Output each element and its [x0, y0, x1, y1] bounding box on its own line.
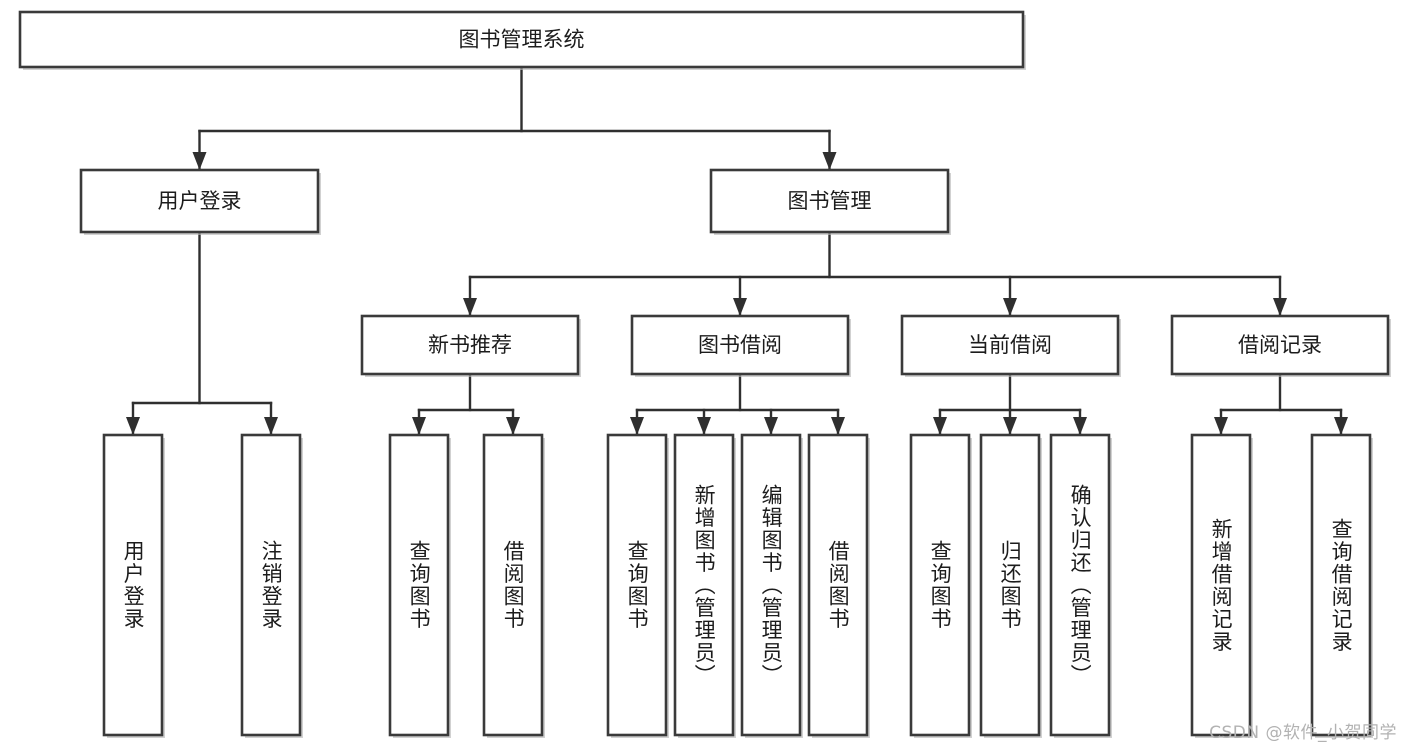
- arrow-head-icon: [733, 298, 747, 316]
- node-level3-label-2: 当前借阅: [968, 333, 1052, 357]
- arrow-head-icon: [412, 417, 426, 435]
- node-leaf-5[interactable]: [673, 433, 735, 737]
- node-level3-0[interactable]: [360, 314, 580, 376]
- node-leaf-11[interactable]: [1190, 433, 1252, 737]
- node-level3-1[interactable]: [630, 314, 850, 376]
- node-leaf-10[interactable]: [1049, 433, 1111, 737]
- arrow-head-icon: [1003, 298, 1017, 316]
- arrow-head-icon: [506, 417, 520, 435]
- arrow-head-icon: [463, 298, 477, 316]
- node-level3-label-3: 借阅记录: [1238, 333, 1322, 357]
- node-leaf-3[interactable]: [482, 433, 544, 737]
- node-level3-2[interactable]: [900, 314, 1120, 376]
- node-level3-3[interactable]: [1170, 314, 1390, 376]
- node-leaf-7[interactable]: [807, 433, 869, 737]
- arrow-head-icon: [822, 152, 837, 170]
- node-leaf-2[interactable]: [388, 433, 450, 737]
- arrow-head-icon: [831, 417, 845, 435]
- boxes-layer: [18, 10, 1391, 738]
- node-leaf-6[interactable]: [740, 433, 802, 737]
- arrow-head-icon: [1073, 417, 1087, 435]
- arrow-head-icon: [1273, 298, 1287, 316]
- node-leaf-9[interactable]: [979, 433, 1041, 737]
- arrow-head-icon: [1003, 417, 1017, 435]
- arrow-head-icon: [1214, 417, 1228, 435]
- connectors-layer: [126, 65, 1348, 437]
- arrow-head-icon: [933, 417, 947, 435]
- arrow-head-icon: [764, 417, 778, 435]
- arrow-head-icon: [697, 417, 711, 435]
- node-level2-0[interactable]: [79, 168, 320, 234]
- node-leaf-8[interactable]: [909, 433, 971, 737]
- node-root-label: 图书管理系统: [459, 28, 585, 52]
- watermark-text: CSDN @软件_小贺同学: [1209, 723, 1397, 743]
- node-root[interactable]: [18, 10, 1025, 69]
- node-leaf-12[interactable]: [1310, 433, 1372, 737]
- arrow-head-icon: [630, 417, 644, 435]
- arrow-head-icon: [1334, 417, 1348, 435]
- arrow-head-icon: [192, 152, 207, 170]
- node-leaf-0[interactable]: [102, 433, 164, 737]
- node-leaf-1[interactable]: [240, 433, 302, 737]
- node-level3-label-1: 图书借阅: [698, 333, 782, 357]
- node-level3-label-0: 新书推荐: [428, 333, 512, 357]
- node-level2-label-0: 用户登录: [158, 189, 242, 213]
- node-level2-1[interactable]: [709, 168, 950, 234]
- node-leaf-4[interactable]: [606, 433, 668, 737]
- node-level2-label-1: 图书管理: [788, 189, 872, 213]
- arrow-head-icon: [264, 417, 278, 435]
- arrow-head-icon: [126, 417, 140, 435]
